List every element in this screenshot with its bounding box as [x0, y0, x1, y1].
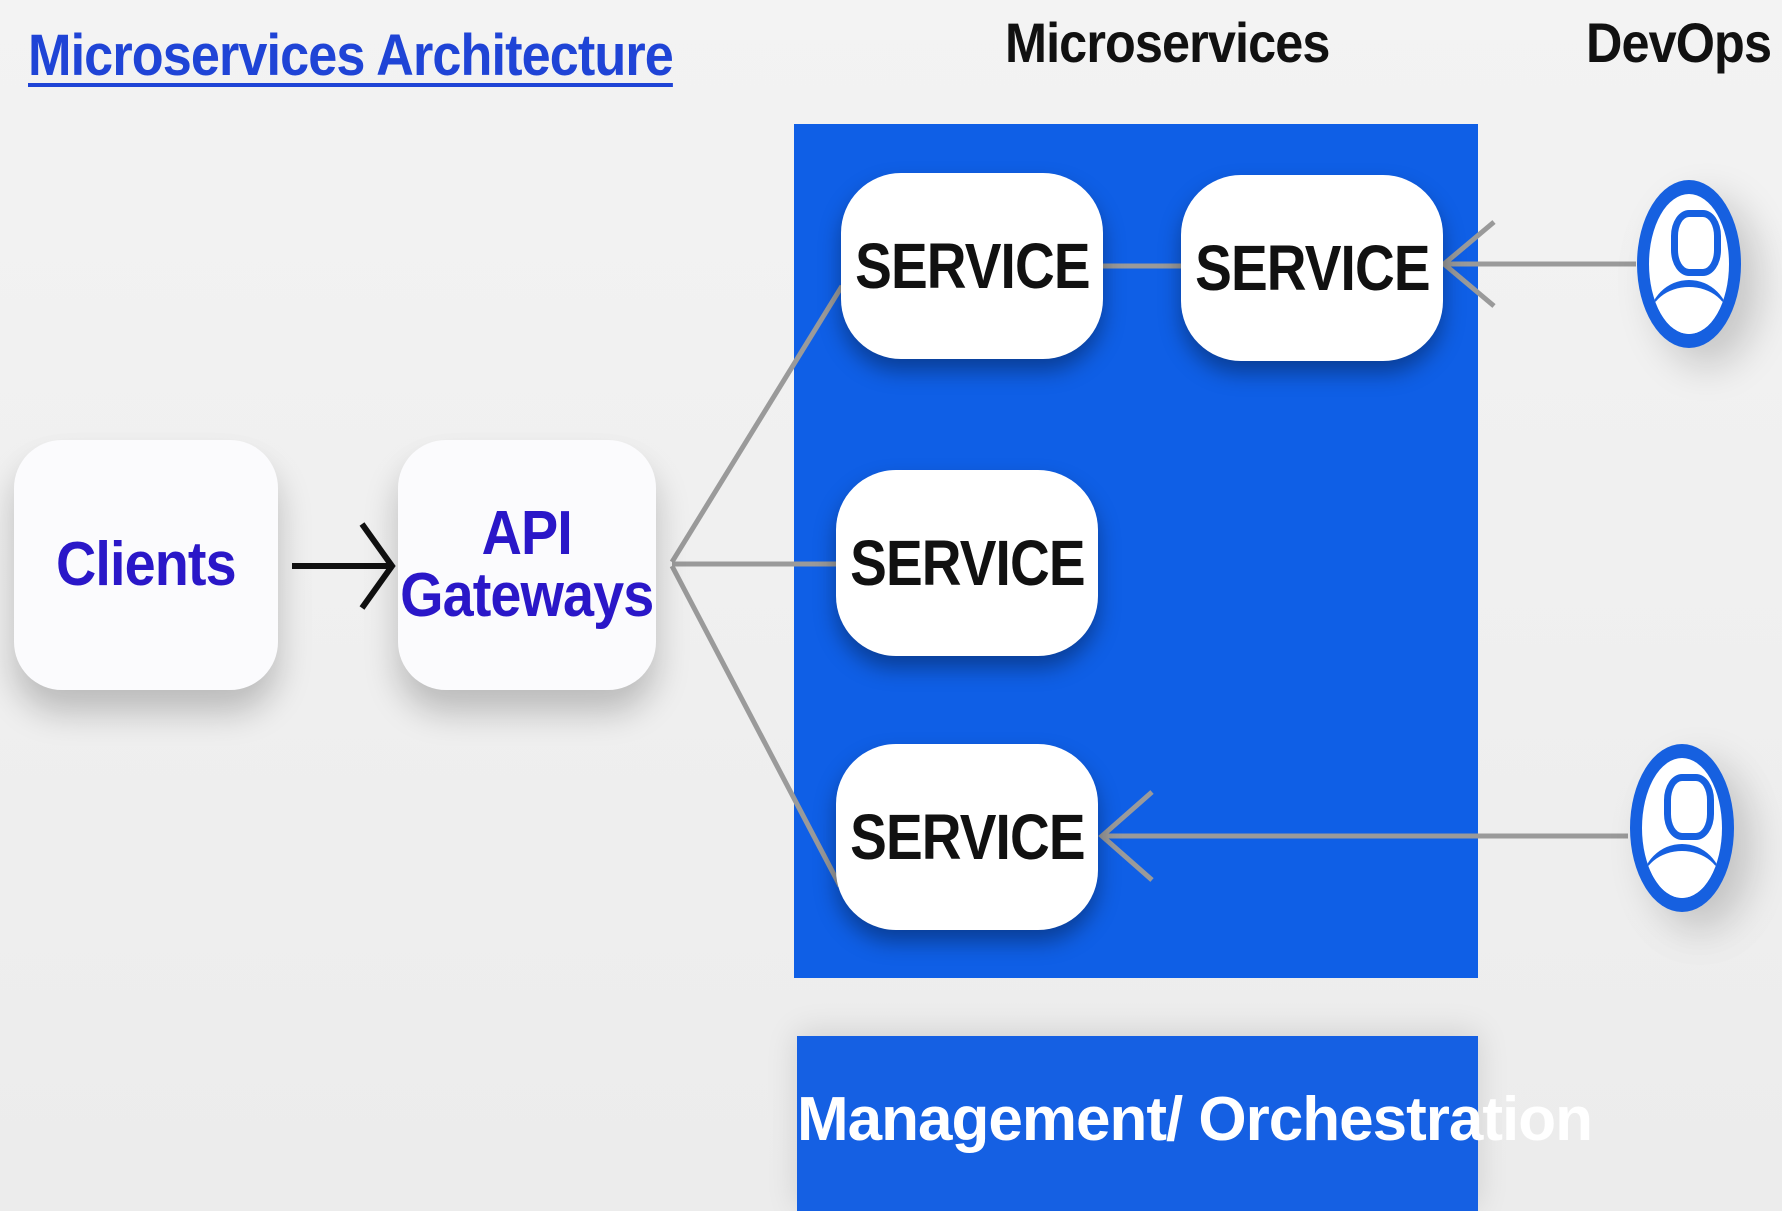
management-label: Management/ Orchestration [797, 1085, 1593, 1154]
user-face [1649, 194, 1729, 334]
devops-user-icon [1637, 180, 1741, 348]
service-node-1: SERVICE [841, 173, 1103, 359]
api-gateway-line1: API [481, 499, 573, 568]
service-node-2: SERVICE [1181, 175, 1443, 361]
arrow-right-icon [292, 522, 396, 610]
clients-card: Clients [14, 440, 278, 690]
gateway-to-service4-line [669, 564, 843, 888]
service-label: SERVICE [849, 527, 1085, 599]
clients-label: Clients [56, 530, 237, 599]
user-face [1642, 758, 1722, 898]
service-node-3: SERVICE [836, 470, 1098, 656]
api-gateway-label: API Gateways [400, 499, 654, 630]
gateway-to-service1-line [669, 284, 845, 564]
api-gateway-line2: Gateways [400, 561, 654, 630]
devops1-arrowhead [1440, 220, 1496, 308]
service-node-4: SERVICE [836, 744, 1098, 930]
api-gateway-card: API Gateways [398, 440, 656, 690]
user-body [1649, 280, 1729, 334]
devops-heading: DevOps [1586, 11, 1772, 74]
microservices-heading: Microservices [1005, 11, 1330, 74]
service-label: SERVICE [849, 801, 1085, 873]
service-label: SERVICE [854, 230, 1090, 302]
management-orchestration-panel: Management/ Orchestration [797, 1036, 1593, 1211]
user-body [1642, 844, 1722, 898]
devops-user-icon [1630, 744, 1734, 912]
devops2-arrowhead [1098, 790, 1154, 882]
page-title: Microservices Architecture [28, 23, 674, 88]
service-label: SERVICE [1194, 232, 1430, 304]
user-head [1671, 210, 1721, 276]
user-head [1664, 774, 1714, 840]
